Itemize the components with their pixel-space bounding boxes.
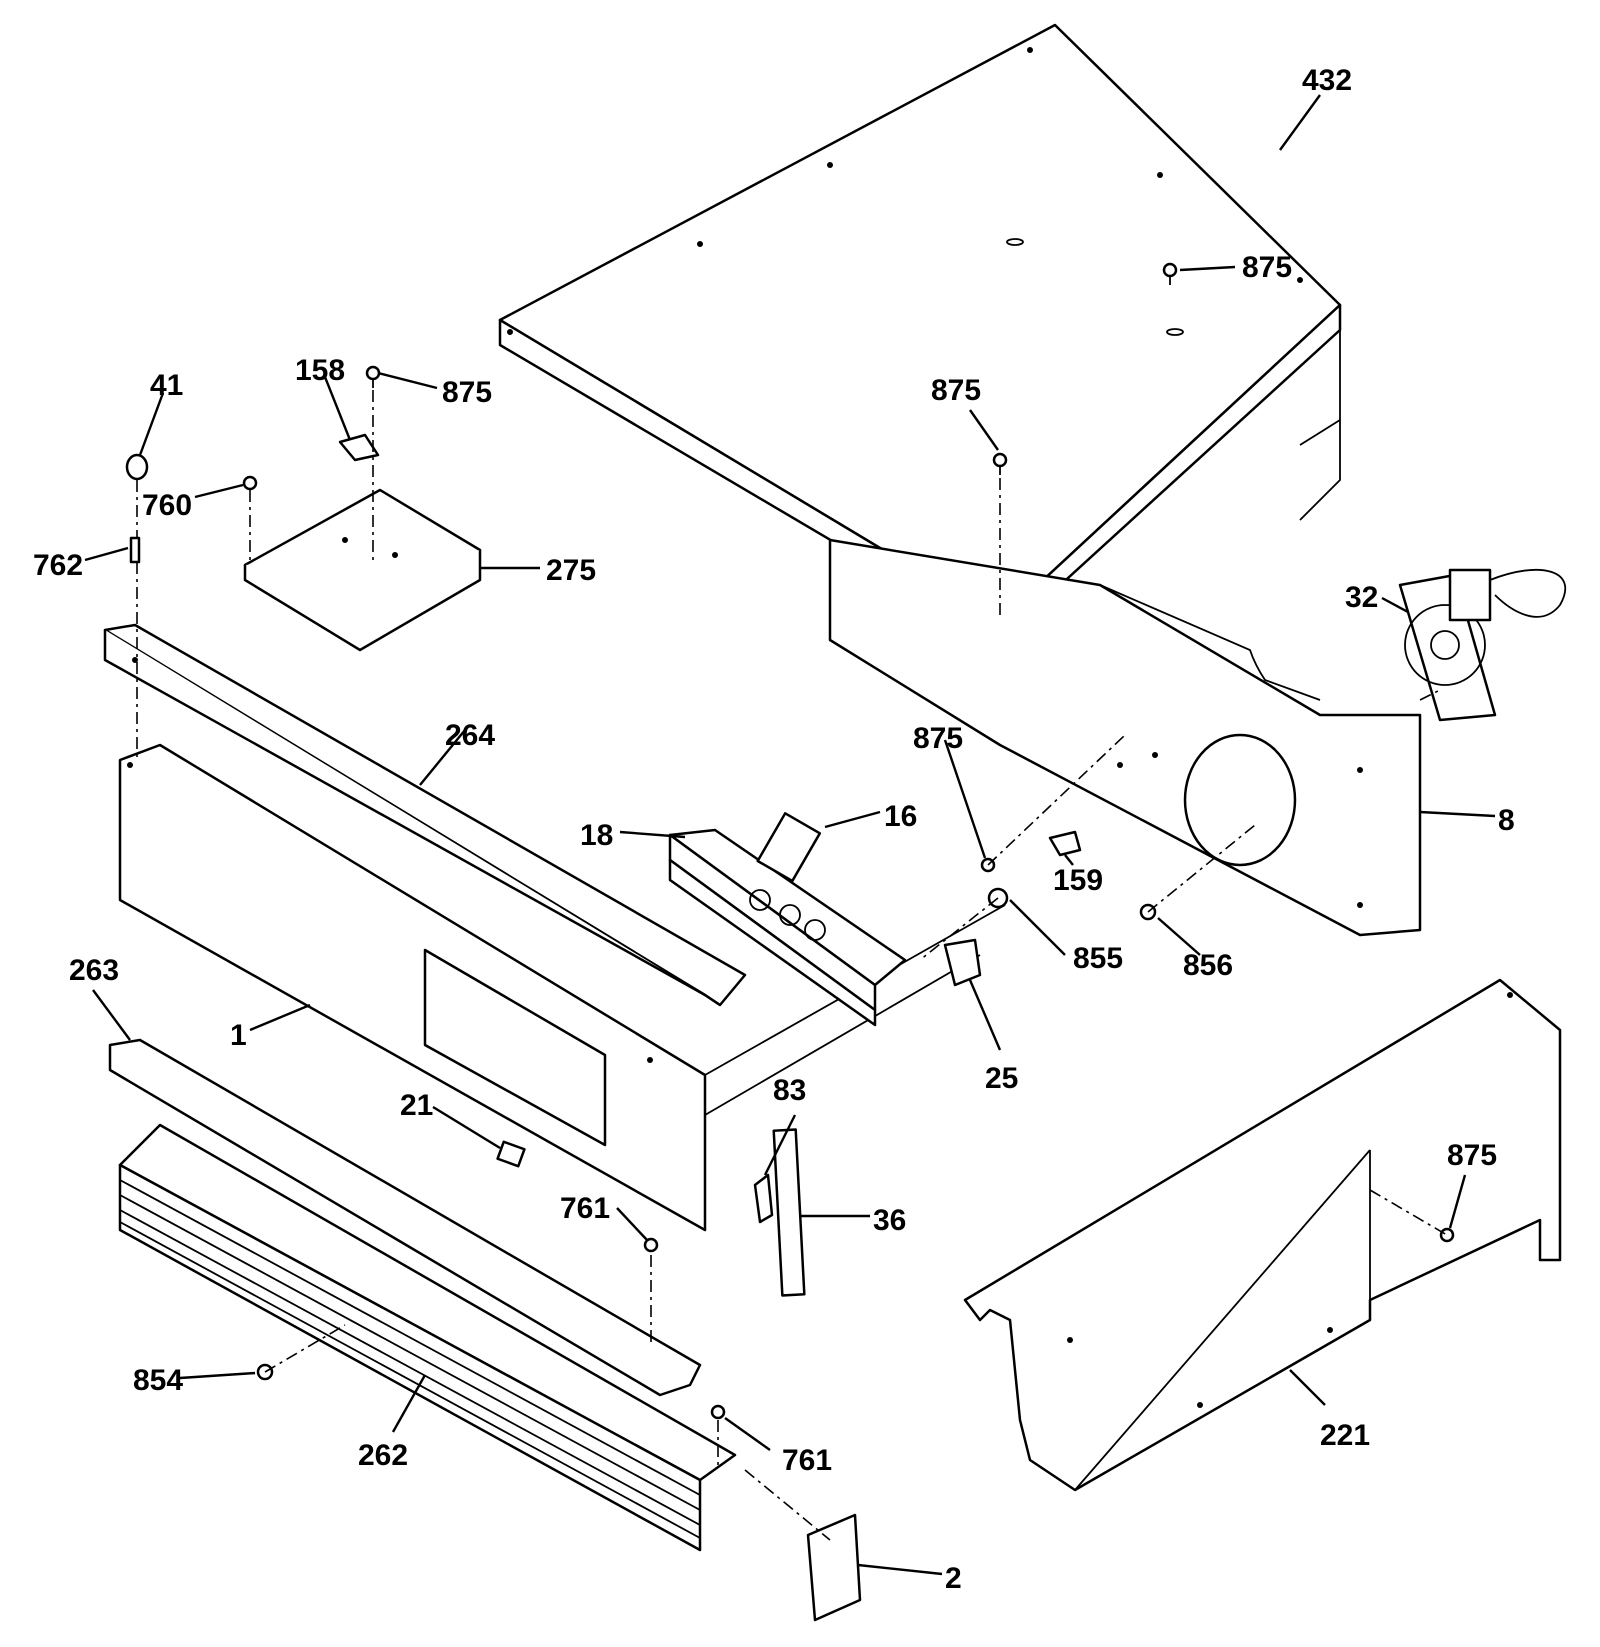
label-264: 264 <box>445 719 495 752</box>
part-275-bracket <box>243 488 482 652</box>
part-2-end-cap <box>806 1513 862 1622</box>
label-432: 432 <box>1302 64 1352 97</box>
label-854: 854 <box>133 1364 183 1397</box>
label-83: 83 <box>773 1074 806 1107</box>
part-221-side-panel <box>963 978 1562 1492</box>
alignment-lines <box>136 390 1448 1541</box>
bracket-158 <box>338 433 380 462</box>
part-21-switch <box>496 1140 526 1168</box>
label-158: 158 <box>295 354 345 387</box>
label-1: 1 <box>230 1019 247 1052</box>
part-32-fan <box>1398 568 1567 722</box>
label-21: 21 <box>400 1089 433 1122</box>
part-83-clip <box>753 1173 774 1224</box>
label-761-b: 761 <box>782 1444 832 1477</box>
part-432-top-cover <box>498 23 1342 642</box>
label-36: 36 <box>873 1204 906 1237</box>
part-25-bracket <box>943 938 982 987</box>
label-2: 2 <box>945 1562 962 1595</box>
callout-labels: 432 875 875 875 875 875 158 41 760 762 2… <box>33 64 1515 1595</box>
label-262: 262 <box>358 1439 408 1472</box>
label-263: 263 <box>69 954 119 987</box>
screw-875-side <box>1439 1227 1455 1243</box>
label-18: 18 <box>580 819 613 852</box>
label-159: 159 <box>1053 864 1103 897</box>
label-221: 221 <box>1320 1419 1370 1452</box>
label-275: 275 <box>546 554 596 587</box>
part-262-grille <box>118 1123 737 1552</box>
label-856: 856 <box>1183 949 1233 982</box>
label-8: 8 <box>1498 804 1515 837</box>
label-25: 25 <box>985 1062 1018 1095</box>
part-263-trim <box>108 1038 702 1397</box>
label-875-top: 875 <box>1242 251 1292 284</box>
label-16: 16 <box>884 800 917 833</box>
leader-lines <box>84 94 1496 1576</box>
knob-41 <box>125 453 149 481</box>
screw-761-a <box>643 1237 659 1253</box>
label-855: 855 <box>1073 942 1123 975</box>
part-18-16-control-board <box>668 812 907 1027</box>
part-264-strip <box>103 623 747 1007</box>
label-32: 32 <box>1345 581 1378 614</box>
label-762: 762 <box>33 549 83 582</box>
label-875-mid: 875 <box>931 374 981 407</box>
label-41: 41 <box>150 369 183 402</box>
screw-760 <box>242 475 258 491</box>
screw-875-mid <box>992 452 1008 475</box>
label-875-left: 875 <box>442 376 492 409</box>
screw-761-b <box>710 1404 726 1420</box>
label-875-rear: 875 <box>913 722 963 755</box>
label-875-side: 875 <box>1447 1139 1497 1172</box>
bracket-159 <box>1048 830 1082 857</box>
screw-762 <box>129 536 141 564</box>
label-761-a: 761 <box>560 1192 610 1225</box>
screw-875-top <box>1162 262 1178 285</box>
part-8-rear-panel <box>828 538 1422 937</box>
screw-875-left <box>365 365 381 388</box>
label-760: 760 <box>142 489 192 522</box>
part-36-strip <box>772 1128 806 1297</box>
